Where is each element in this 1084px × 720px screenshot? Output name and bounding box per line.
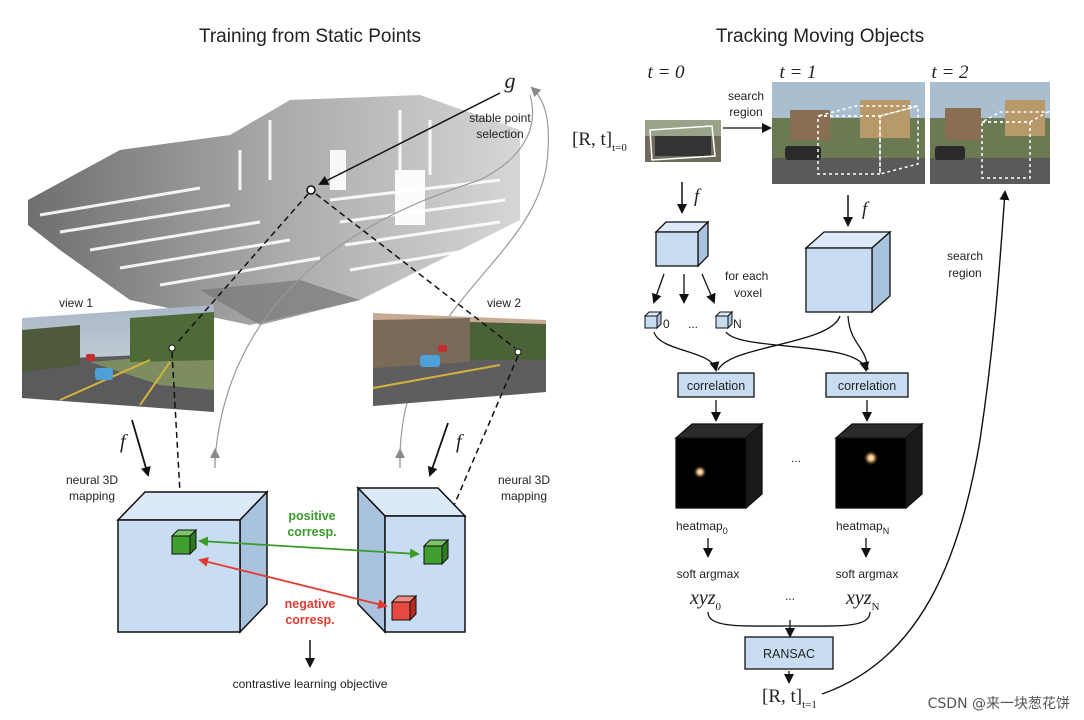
frame-t1-image [772,82,925,184]
voxel-n-cube [714,310,734,330]
f-arrow-right [427,422,449,477]
point-cloud-image [28,95,520,325]
heatmap-ellipsis: ... [791,451,801,465]
f-arrow-left [131,419,151,477]
correlation-label-n: correlation [838,379,896,393]
search-region-right-line1: search [947,249,983,263]
soft-argmax-label-0: soft argmax [677,567,740,581]
voxel-n-subscript: N [733,317,742,331]
search-region-label-line1: search [728,89,764,103]
voxel-arrow-1 [651,273,665,304]
heatmap-cube-0 [674,422,764,510]
stable-point-marker [306,185,316,195]
neural-mapping-right-line1: neural 3D [498,473,550,487]
negative-corresp-arrow [198,557,388,609]
time-label-t0: t = 0 [647,62,685,83]
f-label-t1: f [862,199,870,220]
red-voxel-right [390,594,418,622]
curve-voxelN-to-corrN [725,331,870,372]
left-panel-title: Training from Static Points [199,26,421,47]
view2-image [372,313,546,406]
heatmap-label-n: heatmapN [836,519,889,536]
xyz-label-n: xyzN [845,587,880,613]
correlation-box-0 [677,372,755,398]
search-region-label-line2: region [729,105,762,119]
for-each-voxel-line1: for each [725,269,768,283]
search-feature-cube [804,230,892,314]
curve-search-to-corr0 [717,315,841,371]
frame-t2-image [930,82,1051,184]
ransac-box [744,636,834,670]
dashed-line-point-to-view2 [315,193,516,349]
g-to-point-arrow [318,92,501,185]
neural-mapping-left-line2: mapping [69,489,115,503]
green-voxel-left [170,528,198,556]
ransac-label: RANSAC [763,647,815,661]
voxel-0-subscript: 0 [663,317,670,331]
neural-mapping-right-line2: mapping [501,489,547,503]
voxel-ellipsis: ... [688,317,698,331]
time-label-t1: t = 1 [779,62,816,83]
heatmap-cube-n [834,422,924,510]
voxel-0-cube [643,310,663,330]
stable-point-label-line1: stable point [469,111,531,125]
positive-label-line1: positive [288,509,335,523]
curve-voxel0-to-corr0 [653,331,720,372]
right-panel-title: Tracking Moving Objects [716,26,924,47]
pose-input-label: [R, t]t=0 [572,129,627,154]
search-region-right-line2: region [948,266,981,280]
neural-mapping-left-line1: neural 3D [66,473,118,487]
g-label: g [505,68,516,93]
xyz-ellipsis: ... [785,589,795,603]
pose-output-label: [R, t]t=1 [762,686,817,711]
negative-label-line1: negative [285,597,336,611]
positive-corresp-arrow [198,536,420,559]
gray-curve-left [214,94,534,461]
view1-image [22,305,214,412]
time-label-t2: t = 2 [931,62,969,83]
stable-point-label-line2: selection [476,127,523,141]
f-label-right: f [456,431,464,453]
search-region-curve [821,190,1010,695]
correlation-box-n [825,372,909,398]
f-label-t0: f [694,186,702,207]
f-label-left: f [120,431,128,453]
objective-label: contrastive learning objective [233,677,388,691]
view2-label: view 2 [487,296,521,310]
correlation-label-0: correlation [687,379,745,393]
negative-label-line2: corresp. [285,613,334,627]
green-voxel-right [422,538,450,566]
xyz-merge-bracket [707,611,871,627]
voxel-arrow-3 [701,273,716,304]
soft-argmax-label-n: soft argmax [836,567,899,581]
positive-label-line2: corresp. [287,525,336,539]
watermark: CSDN @来一块葱花饼 [928,696,1070,712]
xyz-label-0: xyz0 [689,587,722,613]
view1-label: view 1 [59,296,93,310]
dashed-line-point-to-view1 [175,193,309,345]
for-each-voxel-line2: voxel [734,286,762,300]
heatmap-label-0: heatmap0 [676,519,728,536]
template-feature-cube [654,220,710,268]
neural-3d-cube-left [116,490,269,634]
frame-t0-image [645,120,721,162]
curve-search-to-corrN [847,315,869,371]
